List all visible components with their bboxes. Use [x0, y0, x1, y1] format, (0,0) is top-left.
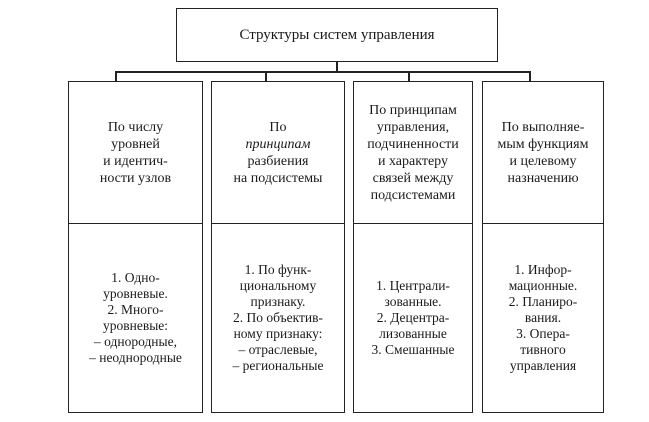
column-divider [69, 223, 202, 224]
list-item: 3. Смешанные [371, 342, 455, 357]
list-item: – неоднородные [89, 350, 182, 365]
header-line: и идентич- [103, 153, 168, 169]
list-item: 1. По функ- [244, 262, 312, 277]
column-header: По числу уровней и идентич- ности узлов [69, 82, 202, 223]
root-node: Структуры систем управления [176, 8, 498, 62]
header-line: на подсистемы [233, 170, 323, 186]
column-header: По принципам управления, подчиненности и… [354, 82, 472, 223]
column-divider [483, 223, 603, 224]
list-item: – отраслевые, [238, 342, 318, 357]
category-column-subordination: По принципам управления, подчиненности и… [353, 81, 473, 413]
list-item: 1. Инфор- [514, 262, 572, 277]
list-item: уровневые: [102, 318, 169, 333]
list-item: – однородные, [94, 334, 177, 349]
branch-connector-col-1 [115, 71, 117, 82]
column-body: 1. Одно- уровневые. 2. Много- уровневые:… [69, 224, 202, 412]
header-line: подчиненности [367, 136, 459, 152]
root-title: Структуры систем управления [239, 26, 435, 43]
branch-connector-col-2 [265, 71, 267, 82]
column-header: По выполняе- мым функциям и целевому наз… [483, 82, 603, 223]
list-item: 2. Планиро- [508, 294, 578, 309]
header-prefix: По [269, 119, 287, 135]
list-item: циональному [239, 278, 317, 293]
header-line: По принципам [246, 119, 311, 153]
list-item: 2. По объектив- [232, 310, 323, 325]
list-item: 1. Одно- [111, 270, 160, 285]
list-item: уровневые. [103, 286, 168, 301]
list-item: 2. Много- [107, 302, 164, 317]
list-item: признаку. [250, 294, 306, 309]
column-divider [212, 223, 344, 224]
header-line: и целевому [509, 153, 577, 169]
list-item: мационные. [508, 278, 578, 293]
header-line: ности узлов [99, 170, 172, 186]
list-item: тивного [520, 342, 566, 357]
column-body: 1. Централи- зованные. 2. Децентра- лизо… [354, 224, 472, 412]
header-line: По выполняе- [501, 119, 585, 135]
root-connector-vertical [336, 62, 338, 72]
list-item: зованные. [384, 294, 442, 309]
header-line: уровней [111, 136, 160, 152]
header-line: назначению [507, 170, 579, 186]
header-line: По принципам [369, 102, 457, 118]
list-item: управления [509, 358, 577, 373]
header-italic-word: принципам [245, 136, 311, 152]
branch-connector-col-3 [408, 71, 410, 82]
header-line: разбиения [247, 153, 309, 169]
category-column-levels: По числу уровней и идентич- ности узлов … [68, 81, 203, 413]
list-item: 3. Опера- [516, 326, 570, 341]
header-line: связей между [372, 170, 454, 186]
list-item: – региональные [232, 358, 324, 373]
category-column-partition: По принципам разбиения на подсистемы 1. … [211, 81, 345, 413]
category-column-functions: По выполняе- мым функциям и целевому наз… [482, 81, 604, 413]
branch-connector-horizontal [115, 71, 530, 73]
header-line: подсистемами [370, 187, 456, 203]
header-line: и характеру [377, 153, 448, 169]
column-body: 1. По функ- циональному признаку. 2. По … [212, 224, 344, 412]
list-item: 1. Централи- [376, 278, 450, 293]
branch-connector-col-4 [529, 71, 531, 82]
header-line: мым функциям [497, 136, 589, 152]
list-item: вания. [524, 310, 562, 325]
list-item: 2. Децентра- [376, 310, 450, 325]
list-item: ному признаку: [233, 326, 323, 341]
list-item: лизованные [379, 326, 447, 341]
column-body: 1. Инфор- мационные. 2. Планиро- вания. … [483, 224, 603, 412]
header-line: управления, [376, 119, 450, 135]
header-line: По числу [107, 119, 164, 135]
column-header: По принципам разбиения на подсистемы [212, 82, 344, 223]
column-divider [354, 223, 472, 224]
